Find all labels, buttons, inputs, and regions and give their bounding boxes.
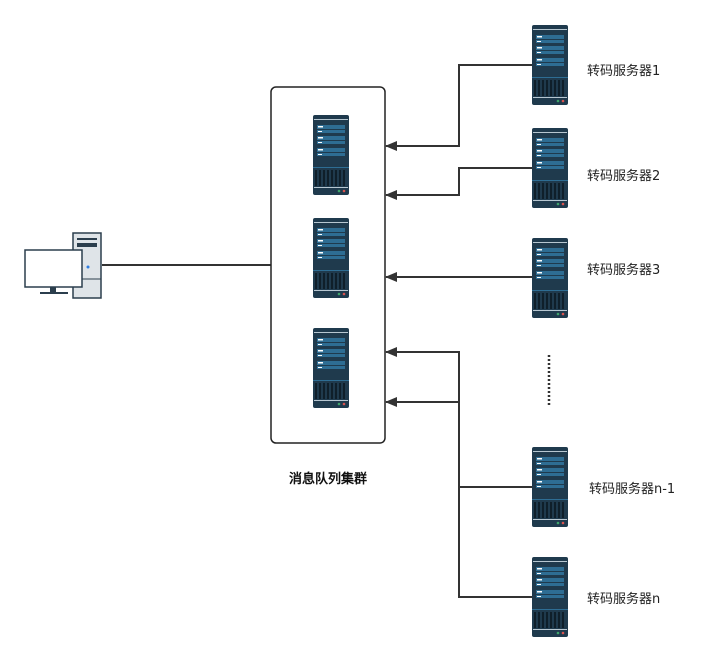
transcode-server-icon xyxy=(532,128,568,208)
server-label: 转码服务器1 xyxy=(587,63,660,79)
server-label: 转码服务器2 xyxy=(587,168,660,184)
transcode-server-icon xyxy=(532,447,568,527)
server-label: 转码服务器3 xyxy=(587,262,660,278)
cluster-label: 消息队列集群 xyxy=(289,471,367,487)
client-computer-icon xyxy=(24,232,102,299)
server-n-connector xyxy=(458,487,532,598)
mq-server-icon xyxy=(313,218,349,298)
server-label: 转码服务器n xyxy=(587,591,660,607)
connectors xyxy=(102,64,551,598)
transcode-server-icon xyxy=(532,238,568,318)
mq-server-icon xyxy=(313,115,349,195)
mq-server-icon xyxy=(313,328,349,408)
transcode-server-icon xyxy=(532,25,568,105)
message-queue-cluster-box xyxy=(270,86,386,444)
server-2-connector xyxy=(385,167,532,200)
server-n-1-connector xyxy=(385,347,532,488)
server-1-connector xyxy=(385,64,532,151)
server-label: 转码服务器n-1 xyxy=(589,481,675,497)
transcode-server-icon xyxy=(532,557,568,637)
